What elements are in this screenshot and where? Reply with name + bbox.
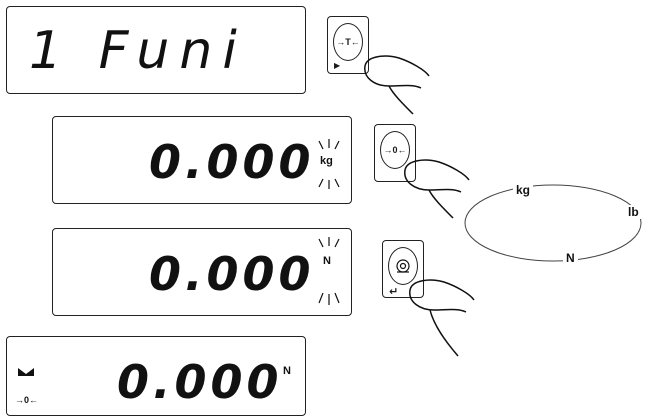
unit-option-kg: kg <box>513 183 534 197</box>
print-button-oval <box>388 247 418 285</box>
display-unit: kg <box>320 155 333 167</box>
display-unit: N <box>283 365 291 377</box>
zero-button[interactable]: →0← <box>374 124 416 182</box>
finger-pressing-print-icon <box>409 279 475 357</box>
display-function-select: 1 Funi <box>6 6 306 94</box>
finger-pressing-tare-icon <box>364 55 430 115</box>
print-icon <box>396 259 410 273</box>
print-button[interactable]: ↵ <box>382 240 424 298</box>
tare-button-oval: →T← <box>333 23 363 61</box>
display-text: 1 Funi <box>29 21 247 81</box>
unit-option-N: N <box>563 251 578 265</box>
finger-pressing-zero-icon <box>404 159 470 219</box>
display-value: 0.000 <box>117 355 283 409</box>
blinking-indicator-icon <box>318 139 340 189</box>
tare-button[interactable]: →T← ▶ <box>327 16 369 74</box>
display-value: 0.000 <box>149 247 315 301</box>
tare-button-label: →T← <box>336 37 360 47</box>
zero-indicator: →0← <box>15 395 39 405</box>
stable-indicator-icon <box>18 368 34 376</box>
display-value-kg: 0.000 kg <box>52 116 352 204</box>
display-value: 0.000 <box>149 135 315 189</box>
enter-arrow-icon: ↵ <box>389 285 399 298</box>
display-result: →0← 0.000 N <box>6 336 306 416</box>
arrow-right-icon: ▶ <box>334 61 341 70</box>
unit-option-lb: lb <box>626 205 641 219</box>
display-value-N: 0.000 N <box>52 228 352 316</box>
blinking-indicator-icon <box>318 237 340 305</box>
display-unit: N <box>323 255 331 267</box>
zero-button-oval: →0← <box>380 131 410 169</box>
zero-button-label: →0← <box>383 145 407 155</box>
unit-cycle-ellipse <box>464 184 642 262</box>
